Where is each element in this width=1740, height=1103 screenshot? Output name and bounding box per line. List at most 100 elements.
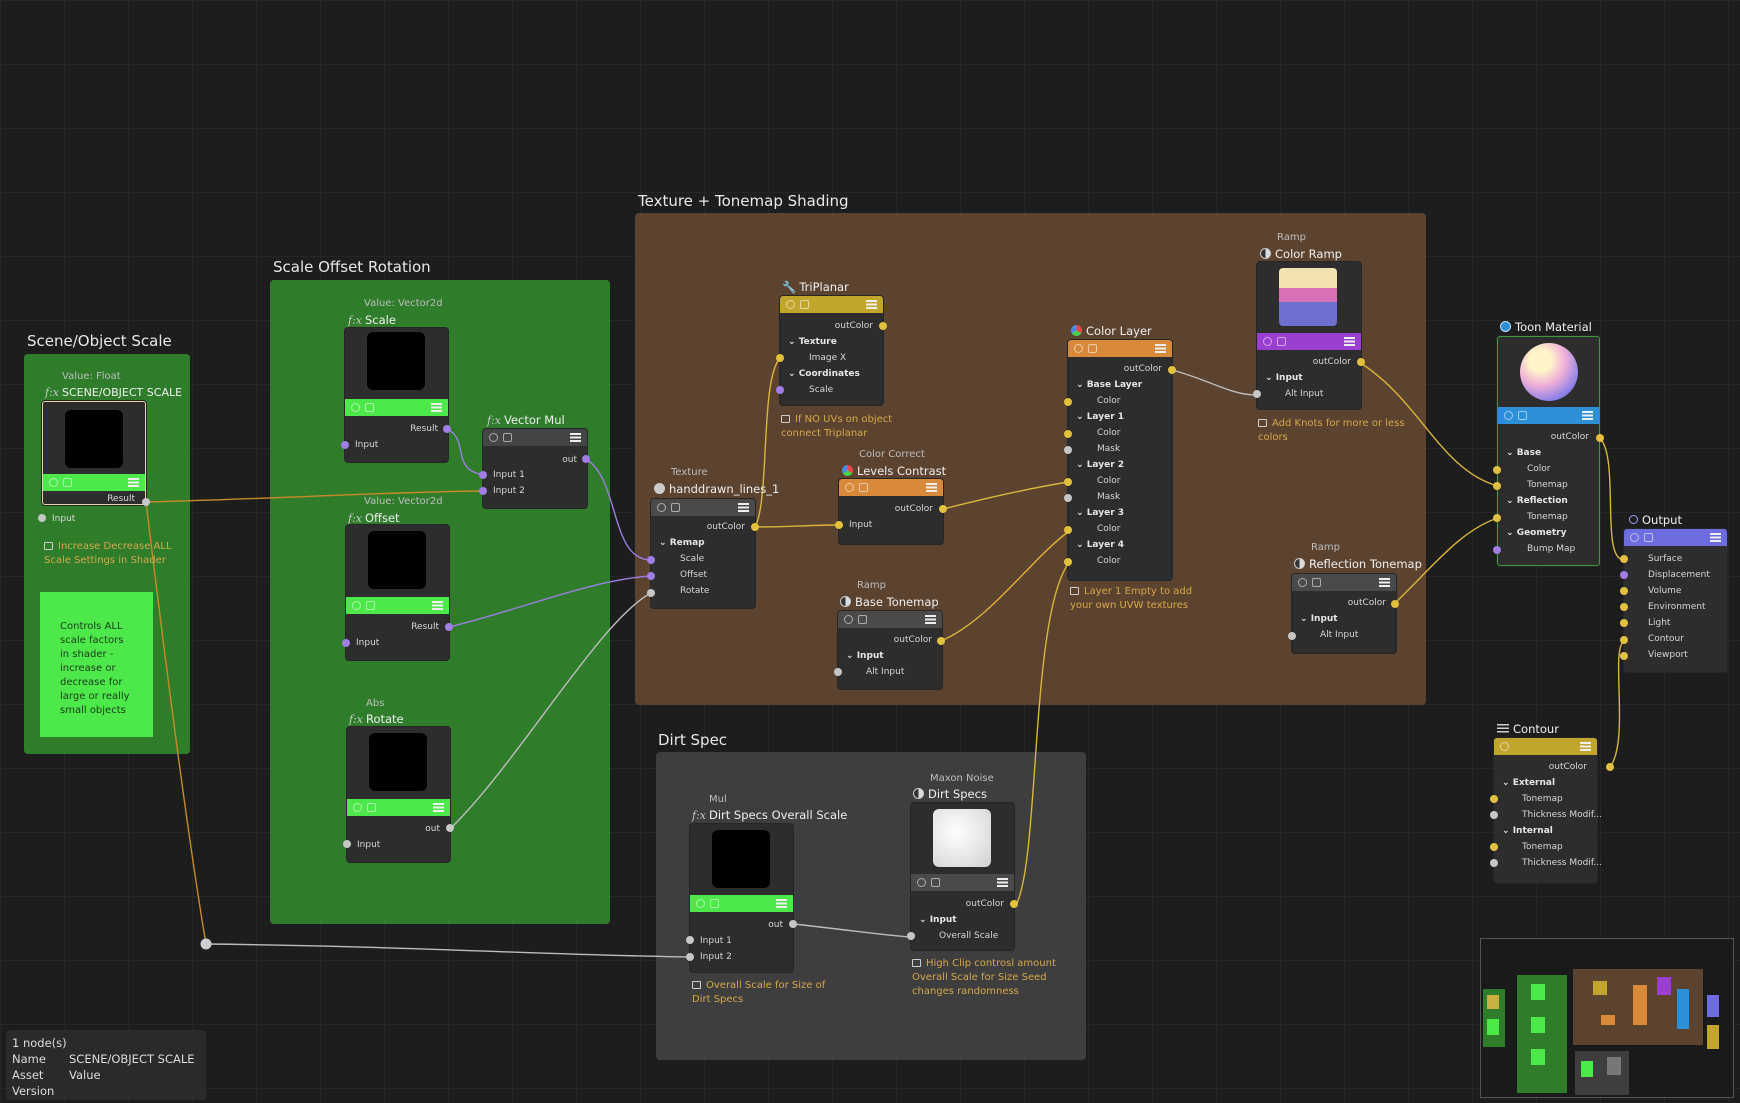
node-scale[interactable]: Result Input bbox=[345, 328, 448, 462]
input-port[interactable] bbox=[686, 936, 694, 944]
node-bar[interactable] bbox=[345, 399, 448, 416]
input-port[interactable] bbox=[1064, 494, 1072, 502]
input-port[interactable] bbox=[1493, 482, 1501, 490]
node-bar[interactable] bbox=[43, 474, 145, 491]
input-port[interactable] bbox=[776, 386, 784, 394]
output-port[interactable] bbox=[939, 505, 947, 513]
input-port[interactable] bbox=[776, 354, 784, 362]
node-dirt-specs-overall-scale[interactable]: out Input 1 Input 2 bbox=[690, 824, 793, 972]
input-port[interactable] bbox=[479, 487, 487, 495]
input-port[interactable] bbox=[479, 471, 487, 479]
input-port[interactable] bbox=[1490, 811, 1498, 819]
menu-icon[interactable] bbox=[433, 803, 444, 812]
menu-icon[interactable] bbox=[432, 601, 443, 610]
input-port[interactable] bbox=[835, 521, 843, 529]
node-dirt-specs[interactable]: outColor ⌄ Input Overall Scale bbox=[911, 803, 1014, 950]
node-offset[interactable]: Result Input bbox=[346, 525, 449, 660]
node-bar[interactable] bbox=[1624, 529, 1727, 546]
node-bar[interactable] bbox=[690, 895, 793, 912]
input-port[interactable] bbox=[907, 932, 915, 940]
output-port[interactable] bbox=[1391, 600, 1399, 608]
input-port[interactable] bbox=[1064, 430, 1072, 438]
output-port[interactable] bbox=[1606, 763, 1614, 771]
menu-icon[interactable] bbox=[1155, 344, 1166, 353]
menu-icon[interactable] bbox=[866, 300, 877, 309]
input-port[interactable] bbox=[1493, 546, 1501, 554]
node-bar[interactable] bbox=[347, 799, 450, 816]
input-port[interactable] bbox=[647, 572, 655, 580]
node-bar[interactable] bbox=[1292, 574, 1396, 591]
input-port[interactable] bbox=[1493, 466, 1501, 474]
node-bar[interactable] bbox=[1257, 333, 1361, 350]
menu-icon[interactable] bbox=[1344, 337, 1355, 346]
node-triplanar[interactable]: outColor ⌄ Texture Image X ⌄ Coordinates… bbox=[780, 296, 883, 405]
minimap[interactable] bbox=[1480, 938, 1734, 1098]
output-port[interactable] bbox=[445, 623, 453, 631]
input-port[interactable] bbox=[1620, 636, 1628, 644]
menu-icon[interactable] bbox=[431, 403, 442, 412]
input-port[interactable] bbox=[1064, 478, 1072, 486]
node-bar[interactable] bbox=[483, 429, 587, 446]
node-output[interactable]: Surface Displacement Volume Environment … bbox=[1624, 529, 1727, 672]
menu-icon[interactable] bbox=[738, 503, 749, 512]
node-vector-mul[interactable]: out Input 1 Input 2 bbox=[483, 429, 587, 508]
output-port[interactable] bbox=[789, 920, 797, 928]
input-port[interactable] bbox=[1620, 619, 1628, 627]
input-port[interactable] bbox=[1490, 843, 1498, 851]
input-port[interactable] bbox=[342, 639, 350, 647]
menu-icon[interactable] bbox=[1379, 578, 1390, 587]
menu-icon[interactable] bbox=[570, 433, 581, 442]
node-texture[interactable]: outColor ⌄ Remap Scale Offset Rotate bbox=[651, 499, 755, 608]
menu-icon[interactable] bbox=[925, 615, 936, 624]
menu-icon[interactable] bbox=[128, 478, 139, 487]
input-port[interactable] bbox=[1064, 526, 1072, 534]
input-port[interactable] bbox=[647, 589, 655, 597]
node-toon-material[interactable]: outColor ⌄ Base Color Tonemap ⌄ Reflecti… bbox=[1497, 336, 1600, 566]
node-contour[interactable]: outColor ⌄ External Tonemap Thickness Mo… bbox=[1494, 738, 1602, 883]
input-port[interactable] bbox=[1288, 632, 1296, 640]
menu-icon[interactable] bbox=[926, 483, 937, 492]
node-bar[interactable] bbox=[1494, 738, 1597, 755]
input-port[interactable] bbox=[341, 441, 349, 449]
input-port[interactable] bbox=[1490, 859, 1498, 867]
node-bar[interactable] bbox=[1068, 340, 1172, 357]
input-port[interactable] bbox=[1620, 587, 1628, 595]
input-port[interactable] bbox=[1064, 398, 1072, 406]
input-port[interactable] bbox=[1064, 446, 1072, 454]
node-rotate[interactable]: out Input bbox=[347, 727, 450, 862]
input-port[interactable] bbox=[38, 514, 46, 522]
menu-icon[interactable] bbox=[1580, 742, 1591, 751]
node-reflection-tonemap[interactable]: outColor ⌄ Input Alt Input bbox=[1292, 574, 1396, 653]
output-port[interactable] bbox=[751, 523, 759, 531]
node-bar[interactable] bbox=[911, 874, 1014, 891]
output-port[interactable] bbox=[582, 455, 590, 463]
menu-icon[interactable] bbox=[1582, 411, 1593, 420]
menu-icon[interactable] bbox=[1710, 533, 1721, 542]
output-port[interactable] bbox=[1596, 434, 1604, 442]
input-port[interactable] bbox=[647, 556, 655, 564]
node-bar[interactable] bbox=[839, 479, 943, 496]
output-port[interactable] bbox=[937, 637, 945, 645]
node-levels-contrast[interactable]: outColor Input bbox=[839, 479, 943, 544]
input-port[interactable] bbox=[834, 668, 842, 676]
node-bar[interactable] bbox=[346, 597, 449, 614]
menu-icon[interactable] bbox=[776, 899, 787, 908]
node-scene-object-scale[interactable]: Result bbox=[42, 401, 146, 505]
output-port[interactable] bbox=[443, 425, 451, 433]
node-base-tonemap[interactable]: outColor ⌄ Input Alt Input bbox=[838, 611, 942, 689]
output-port[interactable] bbox=[1010, 900, 1018, 908]
output-port[interactable] bbox=[879, 322, 887, 330]
node-bar[interactable] bbox=[651, 499, 755, 516]
input-port[interactable] bbox=[686, 953, 694, 961]
input-port[interactable] bbox=[1620, 652, 1628, 660]
input-port[interactable] bbox=[1620, 571, 1628, 579]
input-port[interactable] bbox=[343, 840, 351, 848]
input-port[interactable] bbox=[1253, 390, 1261, 398]
output-port[interactable] bbox=[1168, 366, 1176, 374]
menu-icon[interactable] bbox=[997, 878, 1008, 887]
node-bar[interactable] bbox=[1498, 407, 1599, 424]
input-port[interactable] bbox=[1490, 795, 1498, 803]
node-bar[interactable] bbox=[838, 611, 942, 628]
input-port[interactable] bbox=[1620, 555, 1628, 563]
node-bar[interactable] bbox=[780, 296, 883, 313]
